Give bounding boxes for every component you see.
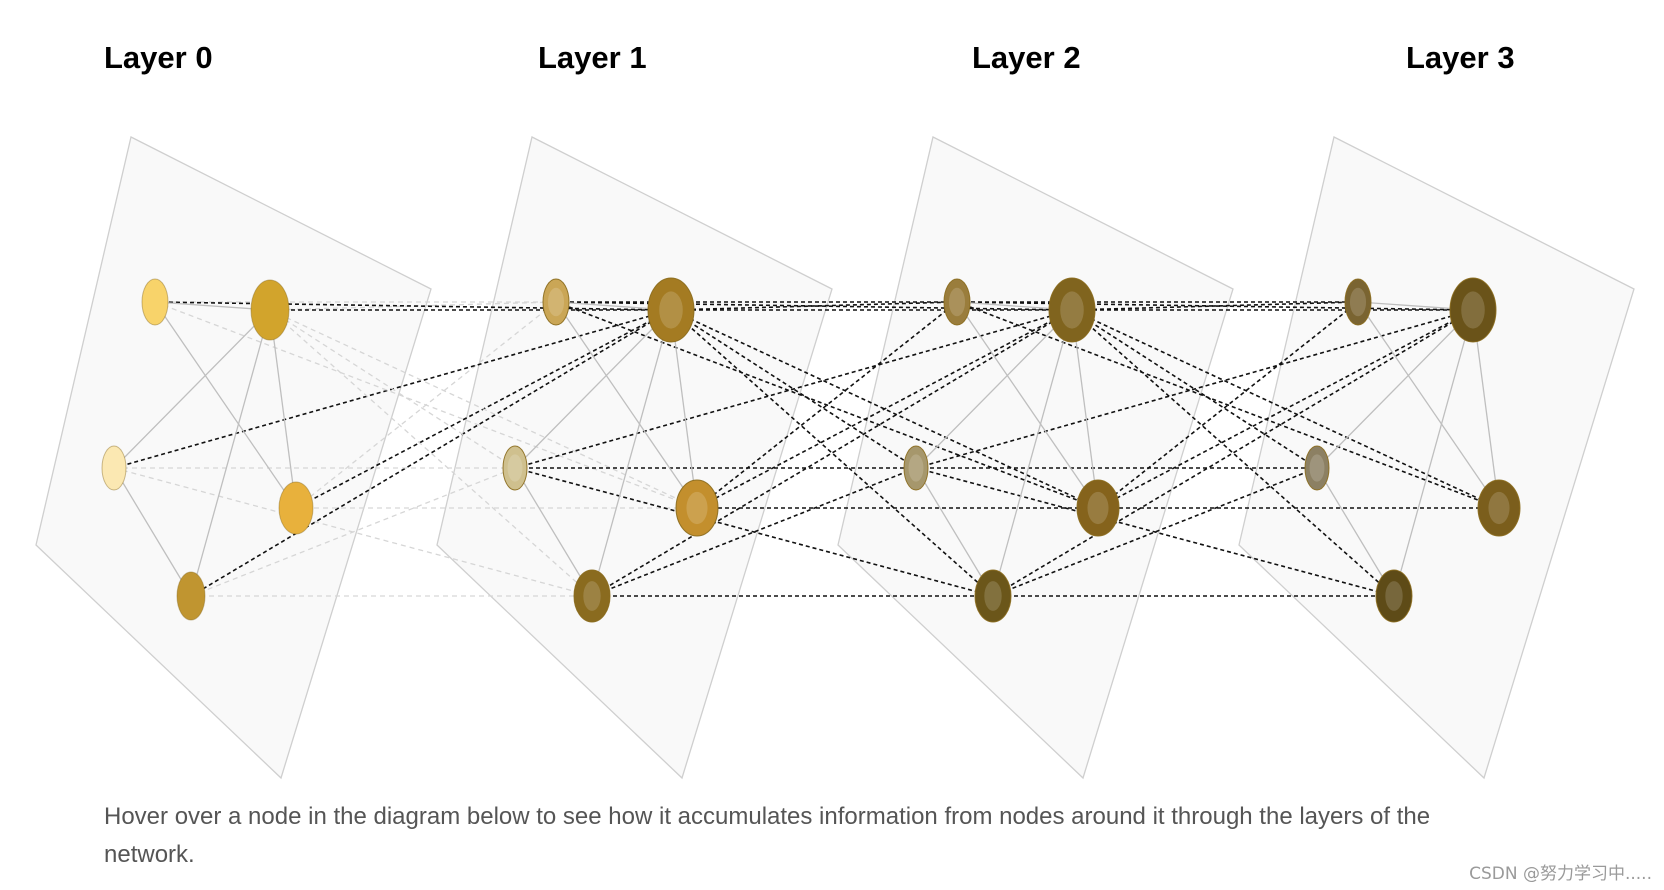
layer-3-plane xyxy=(1238,136,1635,780)
graph-edge-layer-1 xyxy=(670,309,698,509)
cross-edge-layer-3 xyxy=(1071,301,1359,311)
cross-edge-layer-3 xyxy=(915,309,1474,469)
graph-edge-layer-1 xyxy=(514,467,593,597)
layer-1-title: Layer 1 xyxy=(538,40,647,75)
layer-1-node-3 xyxy=(675,479,719,537)
layer-0-node-2 xyxy=(101,445,127,491)
layer-2-node-3-core xyxy=(1087,491,1109,525)
layer-1-node-1 xyxy=(647,277,695,343)
cross-edge-layer-3 xyxy=(956,301,1500,509)
layer-3-node-0-core xyxy=(1349,287,1367,317)
layer-1-node-0 xyxy=(542,278,570,326)
layer-3-node-2 xyxy=(1304,445,1330,491)
layer-0-node-1 xyxy=(250,279,290,341)
cross-edge-layer-3 xyxy=(915,467,1395,597)
cross-edge-layer-1 xyxy=(113,467,593,597)
layer-2-node-2-core xyxy=(908,454,924,482)
cross-edge-layer-3 xyxy=(992,309,1474,597)
layer-0-node-4 xyxy=(176,571,206,621)
cross-edge-layer-3 xyxy=(992,467,1318,597)
layer-2-node-0-core xyxy=(948,287,966,317)
layer-2-title: Layer 2 xyxy=(972,40,1081,75)
layer-2-node-0 xyxy=(943,278,971,326)
layer-3-node-1-core xyxy=(1461,291,1485,329)
graph-edge-layer-2 xyxy=(915,309,1073,469)
cross-edge-layer-3 xyxy=(1071,309,1395,597)
layer-1-node-3-core xyxy=(686,491,708,525)
layer-3-title: Layer 3 xyxy=(1406,40,1515,75)
layer-3-node-2-core xyxy=(1309,454,1325,482)
graph-edge-layer-3 xyxy=(1316,467,1395,597)
layer-3-node-4-core xyxy=(1385,581,1403,611)
layer-titles: Layer 0 Layer 1 Layer 2 Layer 3 xyxy=(104,40,1515,75)
cross-edge-layer-2 xyxy=(696,309,1073,509)
graph-edge-layer-2 xyxy=(956,301,1099,509)
cross-edge-layer-3 xyxy=(956,301,1474,311)
cross-edge-layer-3 xyxy=(1097,301,1359,509)
graph-edge-layer-2 xyxy=(915,467,994,597)
graph-edge-layer-0 xyxy=(113,309,271,469)
layer-2-plane xyxy=(837,136,1234,780)
layer-2-node-1-core xyxy=(1060,291,1084,329)
graph-edge-layer-0 xyxy=(154,301,271,311)
layer-0-node-3 xyxy=(278,481,314,535)
cross-edge-layer-1 xyxy=(190,309,672,597)
graph-edge-layer-1 xyxy=(514,309,672,469)
layer-1-node-1-core xyxy=(659,291,683,329)
layer-2-node-4 xyxy=(974,569,1012,623)
cross-edge-layer-2 xyxy=(555,301,1073,311)
graph-edge-layer-3 xyxy=(1472,309,1500,509)
cross-edge-layer-2 xyxy=(591,309,1073,597)
layer-0-title: Layer 0 xyxy=(104,40,213,75)
layer-1-plane xyxy=(436,136,833,780)
layer-3-node-3-core xyxy=(1488,491,1510,525)
cross-edge-layer-2 xyxy=(670,309,994,597)
layer-2-node-3 xyxy=(1076,479,1120,537)
graph-edge-layer-2 xyxy=(1071,309,1099,509)
cross-edge-layer-2 xyxy=(514,467,994,597)
layer-0-node-0 xyxy=(141,278,169,326)
graph-edge-layer-3 xyxy=(1357,301,1500,509)
layer-3-node-3 xyxy=(1477,479,1521,537)
cross-edge-layer-1 xyxy=(269,301,557,311)
layer-1-node-4-core xyxy=(583,581,601,611)
cross-edge-layer-2 xyxy=(555,301,1099,509)
layer-planes xyxy=(35,136,1635,780)
cross-edge-layer-1 xyxy=(154,301,698,509)
graph-edge-layer-3 xyxy=(1393,309,1474,597)
cross-edge-layer-1 xyxy=(154,301,672,311)
graph-edge-layer-2 xyxy=(992,309,1073,597)
cross-edge-layer-2 xyxy=(670,301,958,311)
layer-1-node-4 xyxy=(573,569,611,623)
caption-text: Hover over a node in the diagram below t… xyxy=(104,803,1431,868)
cross-edge-layer-2 xyxy=(591,467,917,597)
layer-1-node-2 xyxy=(502,445,528,491)
graph-edge-layer-0 xyxy=(154,301,297,509)
layer-1-node-0-core xyxy=(547,287,565,317)
layer-2-node-2 xyxy=(903,445,929,491)
layer-3-node-4 xyxy=(1375,569,1413,623)
layer-3-node-0 xyxy=(1344,278,1372,326)
graph-edge-layer-0 xyxy=(269,309,297,509)
watermark: CSDN @努力学习中..... xyxy=(1469,864,1652,884)
layer-2-node-1 xyxy=(1048,277,1096,343)
cross-edge-layer-1 xyxy=(269,309,516,469)
graph-edge-layer-3 xyxy=(1316,309,1474,469)
graph-edge-layer-0 xyxy=(113,467,192,597)
graph-nodes xyxy=(101,277,1521,623)
cross-edge-layer-2 xyxy=(514,309,1073,469)
cross-edge-layer-2 xyxy=(696,301,958,509)
graph-edge-layer-1 xyxy=(555,301,698,509)
graph-edge-layer-0 xyxy=(190,309,271,597)
graph-edge-layer-1 xyxy=(591,309,672,597)
layer-1-node-2-core xyxy=(507,454,523,482)
layer-0-plane xyxy=(35,136,432,780)
cross-edge-layer-1 xyxy=(269,309,698,509)
layer-3-node-1 xyxy=(1449,277,1497,343)
cross-edge-layer-3 xyxy=(1097,309,1474,509)
layer-2-node-4-core xyxy=(984,581,1002,611)
